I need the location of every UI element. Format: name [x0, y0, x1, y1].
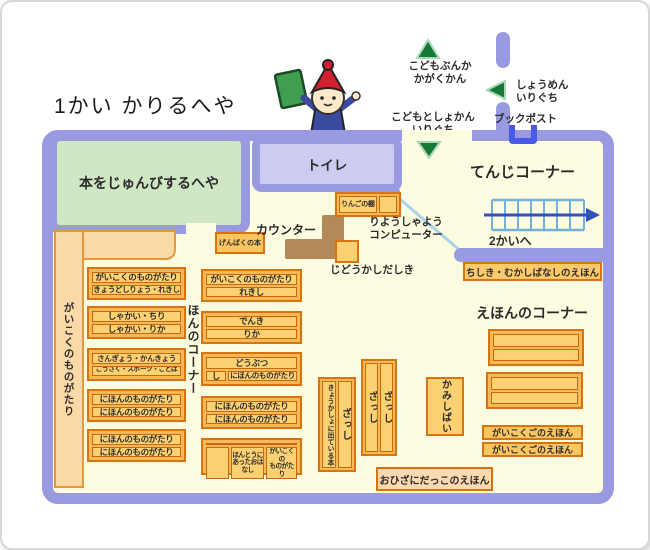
shelf-kamishibai: かみしばい: [426, 377, 464, 436]
shelf-split-row: ほんとうに あったおはなし がいこくの ものがたり: [206, 447, 297, 480]
book-post-label: ブックポスト: [494, 113, 557, 125]
shelf-row-empty: [491, 377, 578, 390]
shelf-row: にほんのものがたり: [92, 394, 181, 405]
apple-shelf-empty: [378, 196, 397, 213]
corridor-wall-top: [496, 32, 510, 68]
book-corner-label: ほんのコーナー: [186, 304, 200, 395]
shelf-row: にほんのものがたり: [228, 370, 297, 381]
shelf-row-small: し: [206, 370, 226, 381]
shelf-block: にほんのものがたり にほんのものがたり: [201, 396, 302, 429]
shelf-col: ざっし: [380, 363, 393, 452]
shelf-block: さんぎょう・かんきょう こうさく・スポーツ・ことば: [87, 348, 186, 381]
shelf-col: ざっし: [338, 381, 352, 468]
toilet-label: トイレ: [306, 158, 348, 173]
shelf-row: りか: [206, 328, 297, 339]
shelf-row: にほんのものがたり: [92, 406, 181, 417]
stairs-icon: [480, 192, 605, 243]
shelf-block: にほんのものがたり ほんとうに あったおはなし がいこくの ものがたり: [201, 438, 302, 480]
shelf-lap-books: おひざにだっこのえほん: [376, 467, 493, 491]
shelf-row: こうさく・スポーツ・ことば: [92, 365, 181, 376]
apple-shelf-label: りんごの棚: [339, 196, 377, 213]
shelf-split-row: し にほんのものがたり: [206, 370, 297, 381]
self-checkout-box: [335, 240, 359, 263]
room-prep: 本をじゅんびするへや: [48, 132, 250, 234]
shelf-row-empty: [493, 334, 579, 347]
culture-hall-label: こどもぶんか かがくかん: [408, 60, 472, 85]
shelf-row: きょうどしりょう・れきし: [92, 284, 181, 295]
shelf-row: ほんとうに あったおはなし: [230, 447, 265, 480]
wall-shelf-label: がいこくのものがたり: [62, 301, 75, 417]
shelf-block-empty: [486, 372, 583, 409]
arrow-down-icon: [416, 140, 442, 165]
picture-book-corner-label: えほんのコーナー: [476, 305, 588, 321]
shelf-block-empty: [488, 329, 584, 366]
wall-shelf-joint: [56, 232, 80, 256]
shelf-block: がいこくのものがたり れきし: [201, 269, 302, 302]
arrow-left-icon: [484, 79, 507, 106]
self-checkout-label: じどうかしだしき: [330, 264, 414, 276]
shelf-row: にほんのものがたり: [206, 413, 297, 424]
shelf-row-empty: [491, 391, 578, 404]
counter-label: カウンター: [256, 223, 317, 237]
shelf-row: にほんのものがたり: [92, 446, 181, 457]
shelf-row: がいこくのものがたり: [92, 272, 181, 283]
shelf-magazines: ざっし ざっし: [361, 359, 397, 456]
computer-label: りようしゃよう コンピューター: [369, 216, 443, 241]
shelf-row: さんぎょう・かんきょう: [92, 353, 181, 364]
page-title: 1かい かりるへや: [54, 95, 237, 118]
shelf-genbaku: げんばくの本: [215, 232, 265, 254]
shelf-row: がいこくの ものがたり: [266, 447, 297, 480]
shelf-chishiki: ちしき・むかしばなしのえほん: [463, 262, 602, 281]
shelf-foreign-picture-books: がいこくごのえほん: [482, 442, 583, 457]
shelf-textbook-magazine: きょうかしょに出ている本 ざっし: [318, 377, 356, 472]
prep-room-door-gap: [186, 223, 216, 235]
room-toilet: トイレ: [252, 136, 402, 192]
shelf-foreign-picture-books: がいこくごのえほん: [482, 425, 583, 440]
shelf-block: がいこくのものがたり きょうどしりょう・れきし: [87, 267, 186, 300]
shelf-row: にほんのものがたり: [92, 434, 181, 445]
display-corner-wall: [454, 248, 614, 262]
shelf-col: ざっし: [365, 363, 378, 452]
shelf-apple: りんごの棚: [335, 192, 401, 217]
entrance-gap: [402, 130, 472, 142]
main-entrance-label: しょうめん いりぐち: [516, 79, 569, 104]
display-corner-label: てんじコーナー: [470, 164, 576, 181]
book-post-icon: [509, 125, 537, 144]
shelf-row: がいこくのものがたり: [206, 274, 297, 285]
shelf-block: にほんのものがたり にほんのものがたり: [87, 389, 186, 422]
shelf-row: にほんのものがたり: [206, 401, 297, 412]
shelf-row: れきし: [206, 286, 297, 297]
shelf-block: にほんのものがたり にほんのものがたり: [87, 429, 186, 462]
shelf-row: どうぶつ: [206, 357, 297, 369]
prep-room-label: 本をじゅんびするへや: [79, 175, 219, 191]
wall-shelf-band: [54, 230, 84, 488]
shelf-row-empty: [493, 348, 579, 361]
shelf-block: しゃかい・ちり しゃかい・りか: [87, 306, 186, 339]
shelf-row: しゃかい・ちり: [92, 311, 181, 322]
shelf-row: しゃかい・りか: [92, 323, 181, 334]
shelf-block: どうぶつ し にほんのものがたり: [201, 352, 302, 386]
to-2f-label: 2かいへ: [489, 234, 532, 248]
counter-desk-horizontal: [285, 239, 344, 259]
shelf-row-empty: [206, 447, 229, 480]
shelf-row: にほんのものがたり: [206, 443, 297, 445]
shelf-row: でんき: [206, 316, 297, 327]
shelf-col: きょうかしょに出ている本: [322, 381, 336, 468]
shelf-block: でんき りか: [201, 311, 302, 344]
arrow-up-icon: [415, 38, 441, 65]
